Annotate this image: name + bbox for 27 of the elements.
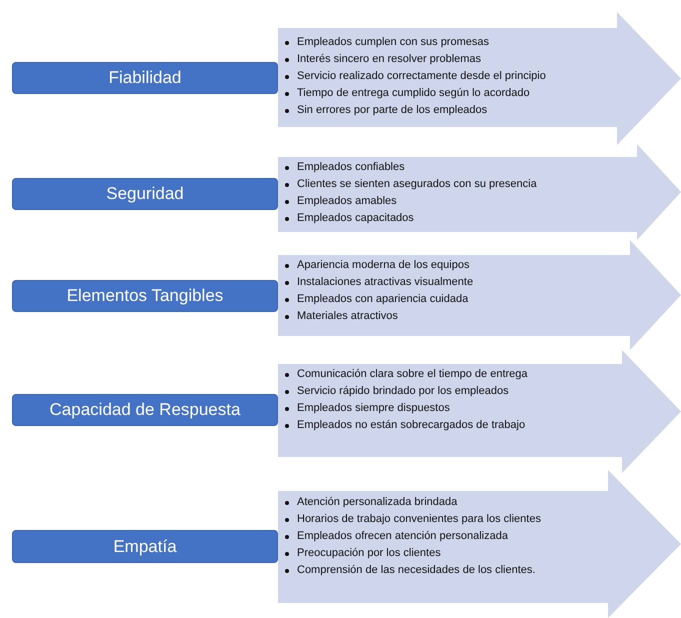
bullet-item: Apariencia moderna de los equipos xyxy=(283,257,474,274)
bullet-item: Horarios de trabajo convenientes para los clientes xyxy=(283,511,541,528)
bullet-item: Clientes se sienten asegurados con su presencia xyxy=(283,176,537,193)
category-box: Capacidad de Respuesta xyxy=(12,394,278,426)
bullet-item: Empleados no están sobrecargados de trabajo xyxy=(283,417,528,434)
bullet-item: Comunicación clara sobre el tiempo de entrega xyxy=(283,366,528,383)
bullet-item: Servicio rápido brindado por los empleados xyxy=(283,383,528,400)
category-box: Empatía xyxy=(12,530,278,563)
bullet-item: Comprensión de las necesidades de los clientes. xyxy=(283,562,541,579)
bullet-item: Empleados capacitados xyxy=(283,210,537,227)
bullet-item: Empleados siempre dispuestos xyxy=(283,400,528,417)
bullet-item: Materiales atractivos xyxy=(283,308,474,325)
bullet-item: Servicio realizado correctamente desde el principio xyxy=(283,68,546,85)
bullet-item: Empleados con apariencia cuidada xyxy=(283,291,474,308)
bullet-item: Empleados ofrecen atención personalizada xyxy=(283,528,541,545)
bullet-item: Preocupación por los clientes xyxy=(283,545,541,562)
bullet-item: Empleados amables xyxy=(283,193,537,210)
category-box: Fiabilidad xyxy=(12,62,278,94)
bullet-item: Interés sincero en resolver problemas xyxy=(283,51,546,68)
category-box: Seguridad xyxy=(12,178,278,210)
bullet-item: Empleados confiables xyxy=(283,159,537,176)
category-box: Elementos Tangibles xyxy=(12,280,278,312)
bullet-item: Instalaciones atractivas visualmente xyxy=(283,274,474,291)
bullet-item: Sin errores por parte de los empleados xyxy=(283,102,546,119)
bullet-item: Atención personalizada brindada xyxy=(283,494,541,511)
bullet-item: Empleados cumplen con sus promesas xyxy=(283,34,546,51)
bullet-item: Tiempo de entrega cumplido según lo acordado xyxy=(283,85,546,102)
